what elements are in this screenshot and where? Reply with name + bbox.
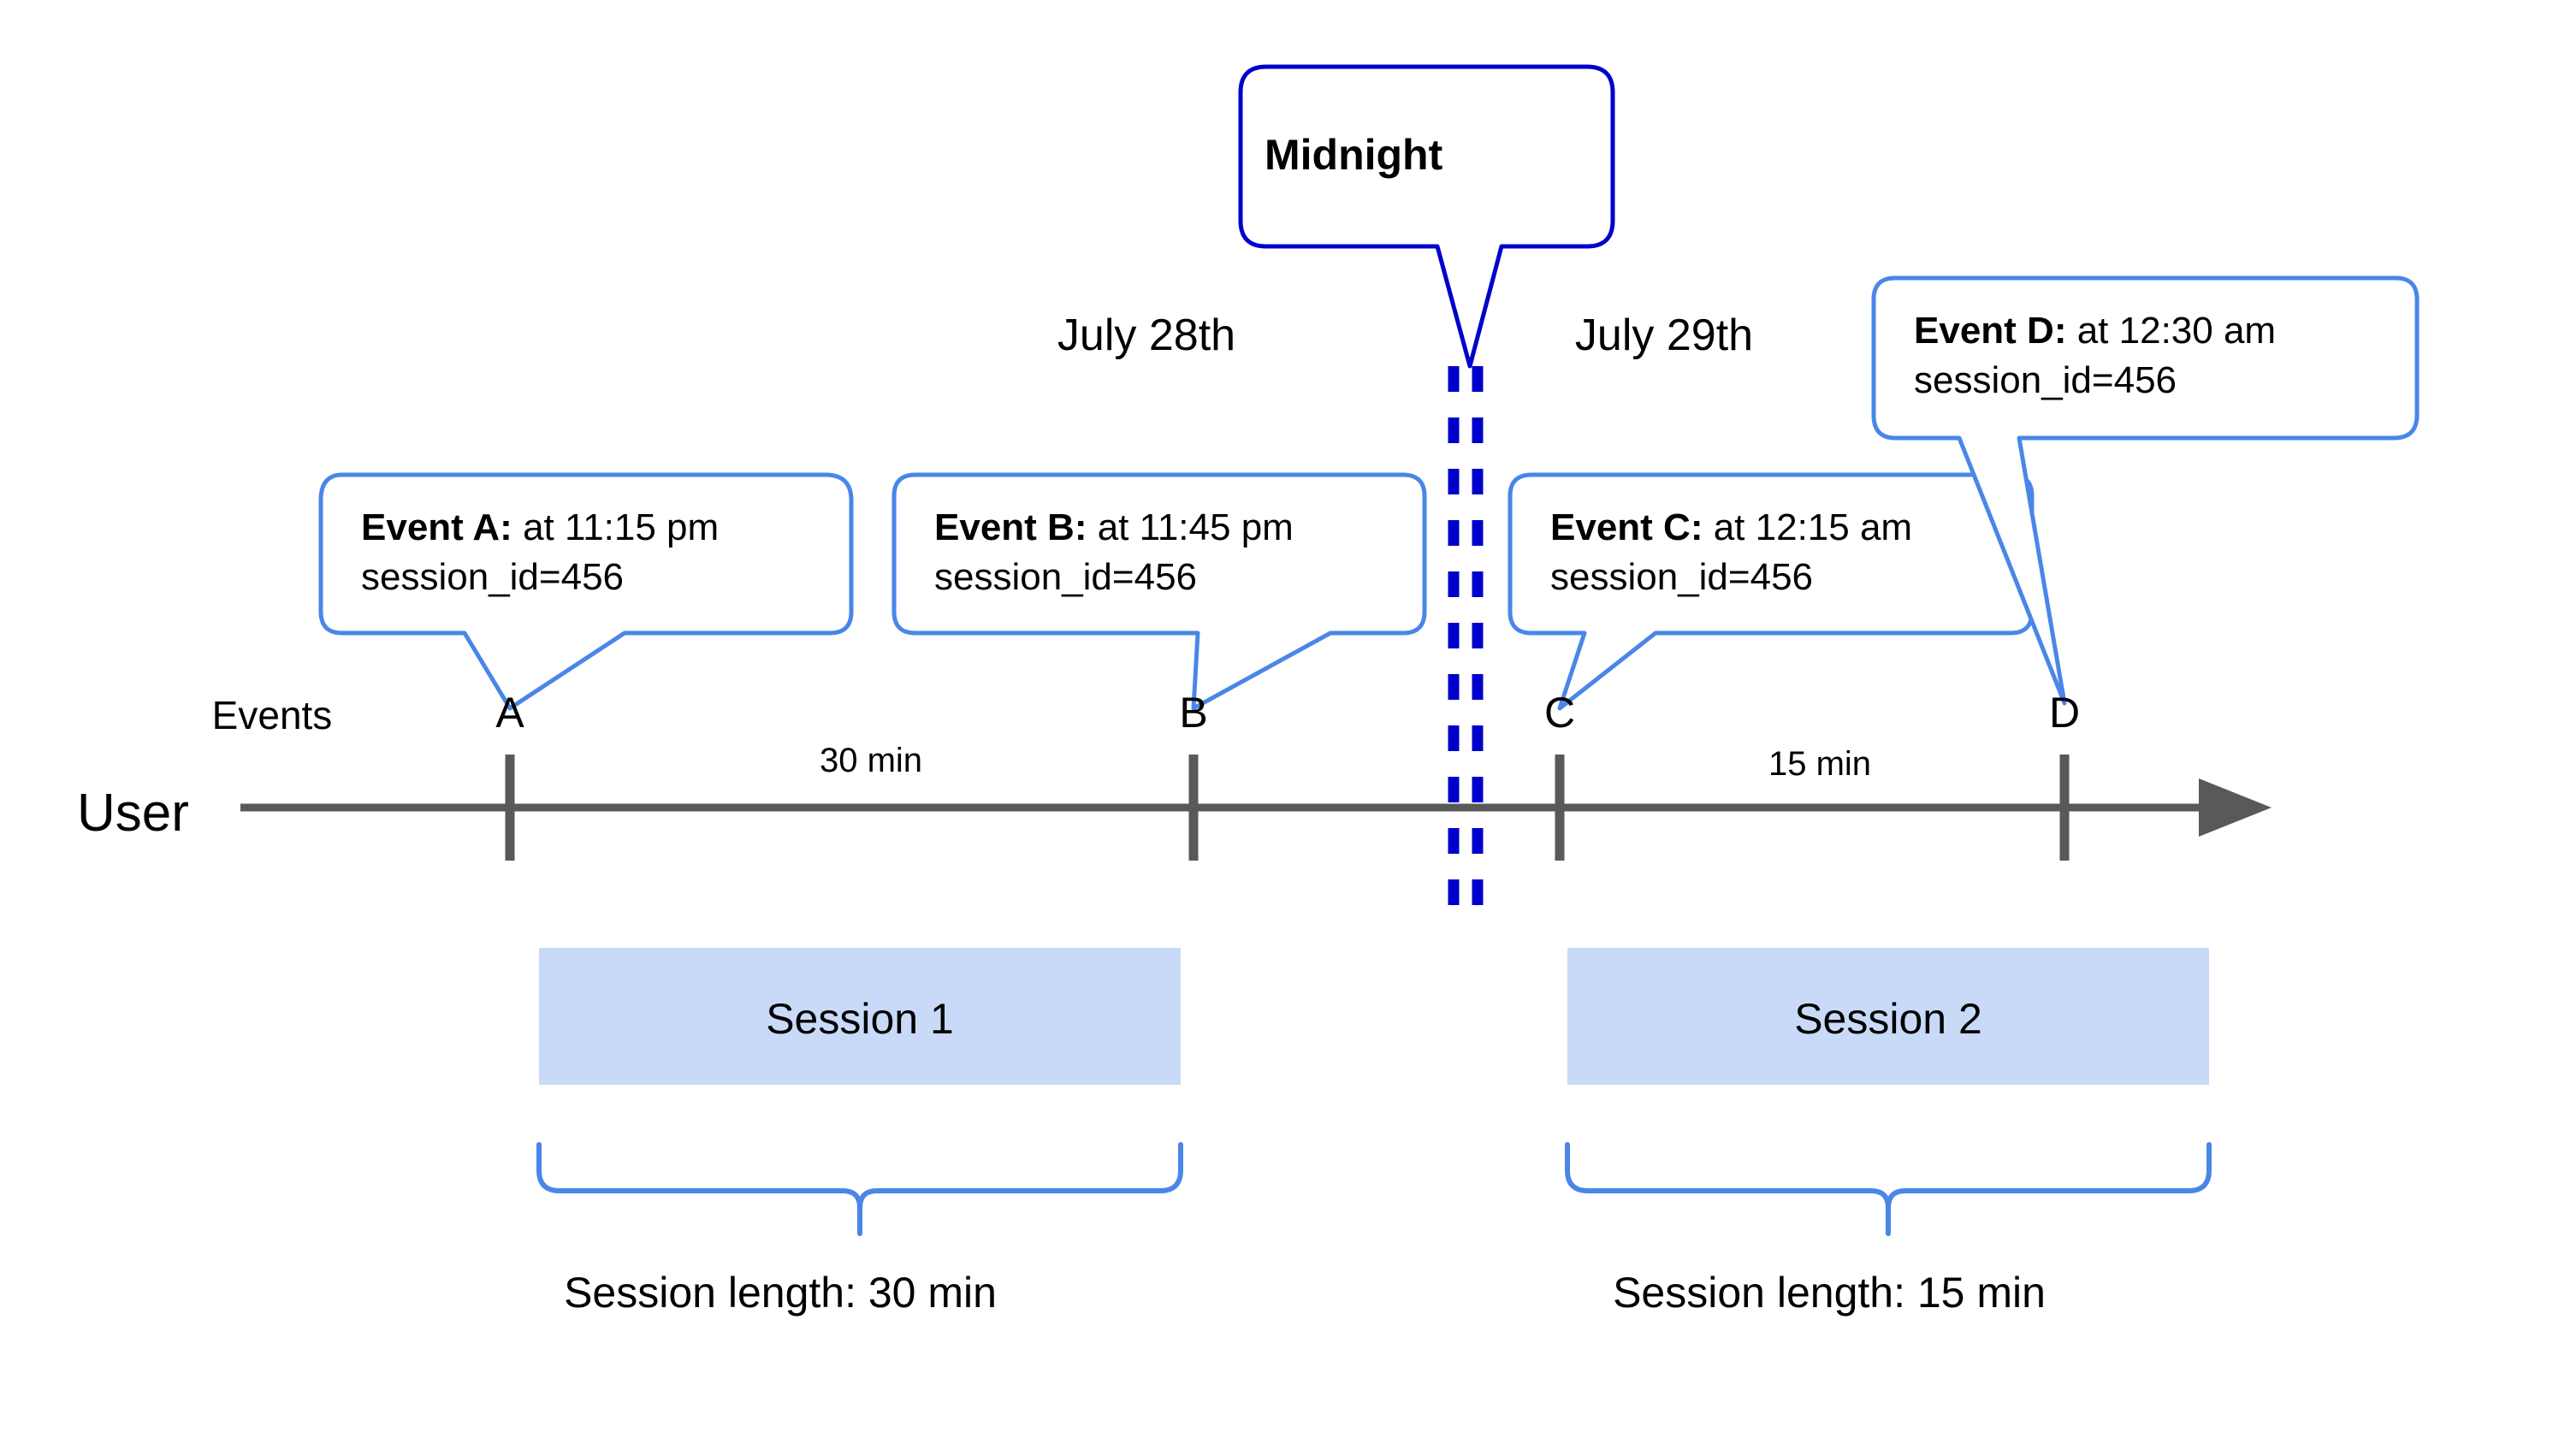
midnight-dashed-lines: [1448, 366, 1484, 928]
event-d-callout-shape: [1871, 275, 2420, 706]
session-1-brace: [536, 1142, 1183, 1236]
event-d-session: session_id=456: [1914, 359, 2177, 402]
lane-label-events: Events: [211, 693, 333, 737]
event-c-callout-text: Event C: at 12:15 am session_id=456: [1550, 503, 1912, 602]
session-2-label: Session 2: [1794, 995, 1982, 1043]
event-b-detail: at 11:45 pm: [1087, 506, 1294, 548]
duration-label-c-to-d: 15 min: [1768, 745, 1872, 783]
event-b-callout-text: Event B: at 11:45 pm session_id=456: [934, 503, 1294, 602]
event-c-title: Event C:: [1550, 506, 1703, 548]
timeline-axis: [240, 778, 2272, 837]
duration-label-a-to-b: 30 min: [819, 742, 923, 779]
midnight-callout-shape: [1238, 64, 1615, 369]
event-a-title: Event A:: [361, 506, 512, 548]
session-1-bar: [539, 948, 1181, 1085]
tick-label-c: C: [1543, 689, 1576, 737]
session-2-brace: [1565, 1142, 2212, 1236]
midnight-label: Midnight: [1265, 131, 1443, 179]
session-1-length-label: Session length: 30 min: [564, 1269, 997, 1317]
event-c-session: session_id=456: [1550, 556, 1814, 599]
event-d-callout-text: Event D: at 12:30 am session_id=456: [1914, 306, 2276, 405]
event-c-detail: at 12:15 am: [1703, 506, 1913, 548]
event-b-callout-shape: [891, 472, 1427, 711]
tick-label-b: B: [1179, 689, 1208, 737]
event-a-session: session_id=456: [361, 556, 625, 599]
session-2-bar: [1567, 948, 2209, 1085]
tick-label-a: A: [495, 689, 524, 737]
event-a-callout-text: Event A: at 11:15 pm session_id=456: [361, 503, 719, 602]
event-a-detail: at 11:15 pm: [512, 506, 720, 548]
event-b-title: Event B:: [934, 506, 1087, 548]
event-d-title: Event D:: [1914, 310, 2067, 352]
event-d-detail: at 12:30 am: [2066, 310, 2277, 352]
tick-label-d: D: [2048, 689, 2081, 737]
session-bars: [539, 948, 2209, 1085]
event-c-callout-shape: [1508, 472, 2035, 711]
event-tick-marks: [505, 755, 2070, 861]
event-a-callout-shape: [318, 472, 854, 711]
date-label-july-28: July 28th: [1057, 311, 1236, 360]
date-label-july-29: July 29th: [1574, 311, 1754, 360]
session-1-label: Session 1: [766, 995, 954, 1043]
session-2-length-label: Session length: 15 min: [1613, 1269, 2046, 1317]
event-b-session: session_id=456: [934, 556, 1198, 599]
lane-label-user: User: [77, 784, 189, 843]
